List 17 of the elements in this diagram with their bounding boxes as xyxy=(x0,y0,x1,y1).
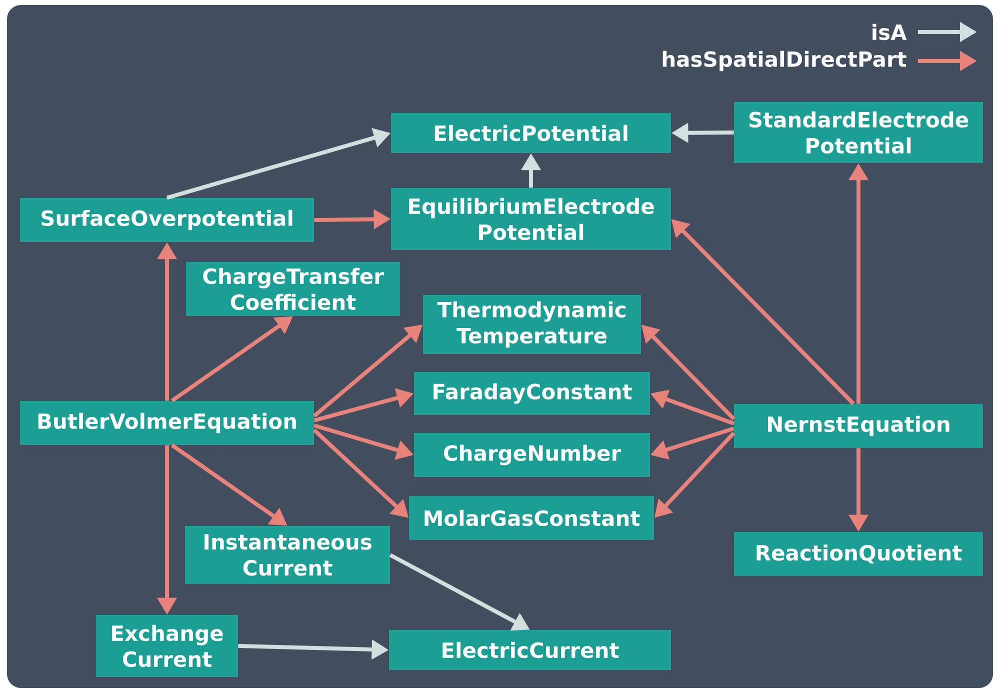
concept-box: StandardElectrode Potential xyxy=(734,102,983,163)
concept-box: EquilibriumElectrode Potential xyxy=(391,188,671,250)
concept-box: MolarGasConstant xyxy=(409,496,654,540)
concept-box: ChargeNumber xyxy=(414,432,650,477)
legend-label: isA xyxy=(872,24,907,40)
concept-box: SurfaceOverpotential xyxy=(20,198,314,242)
concept-box: ReactionQuotient xyxy=(734,532,983,576)
concept-box: ElectricCurrent xyxy=(389,630,671,670)
concept-box: NernstEquation xyxy=(734,404,983,448)
legend-label: hasSpatialDirectPart xyxy=(662,50,906,72)
concept-box: ChargeTransfer Coefficient xyxy=(186,262,400,316)
concept-box: Instantaneous Current xyxy=(185,526,390,584)
concept-box: ElectricPotential xyxy=(391,112,671,153)
concept-box: Thermodynamic Temperature xyxy=(423,294,641,354)
concept-box: Exchange Current xyxy=(96,614,238,677)
concept-box: FaradayConstant xyxy=(414,372,650,415)
concept-box: ButlerVolmerEquation xyxy=(20,400,314,445)
